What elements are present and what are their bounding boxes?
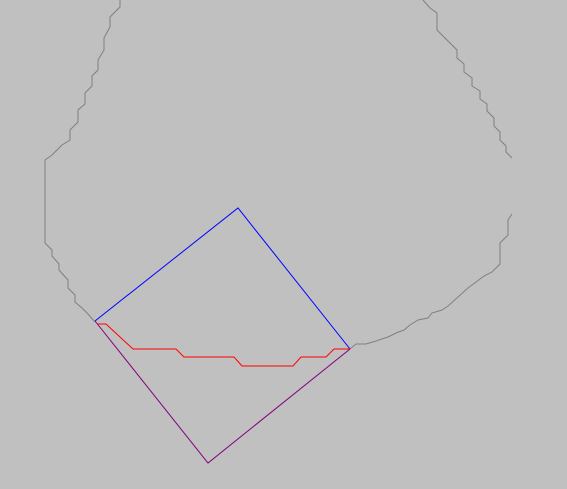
red-stepped-path: [97, 323, 350, 367]
triangle-purple-edge: [94, 320, 351, 464]
outline-left-curve: [44, 0, 121, 323]
outline-right-lower-curve: [349, 213, 513, 350]
triangle-blue-edge: [94, 207, 351, 350]
outline-right-curve: [422, 0, 513, 159]
